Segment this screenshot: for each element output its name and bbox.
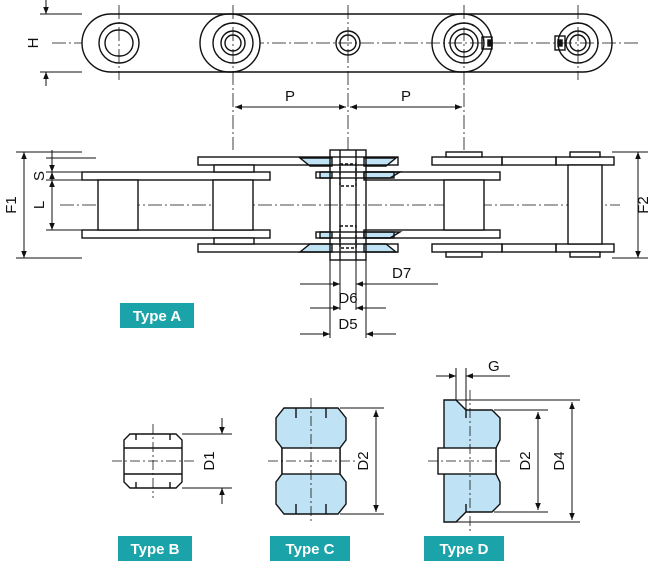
label-h: H [25, 38, 42, 49]
label-d6: D6 [338, 290, 357, 307]
dim-side [16, 150, 648, 259]
label-f2: F2 [635, 196, 652, 214]
dim-d2-c [340, 407, 384, 515]
type-a-label: Type A [133, 308, 182, 325]
label-d7: D7 [392, 265, 411, 282]
type-b-label: Type B [131, 541, 180, 558]
label-s: S [31, 171, 48, 181]
label-d4: D4 [551, 451, 568, 470]
dim-d2-d [494, 409, 548, 513]
type-d-badge [424, 536, 504, 561]
type-d-roller [428, 390, 510, 532]
type-d-label: Type D [440, 541, 489, 558]
label-d2-d: D2 [517, 451, 534, 470]
type-c-label: Type C [286, 541, 335, 558]
type-c-roller [268, 398, 356, 524]
label-d2-c: D2 [355, 451, 372, 470]
label-g: G [488, 358, 500, 375]
dim-h [40, 0, 82, 86]
label-f1: F1 [3, 196, 20, 214]
label-d5: D5 [338, 316, 357, 333]
type-b-roller [112, 424, 194, 498]
label-p-right: P [401, 88, 411, 105]
dim-d4 [456, 399, 580, 523]
label-p-left: P [285, 88, 295, 105]
dim-g [436, 368, 510, 410]
type-c-badge [270, 536, 350, 561]
label-d1: D1 [201, 451, 218, 470]
type-b-badge [118, 536, 192, 561]
dim-pin-diameters [300, 260, 438, 338]
dim-d1 [182, 418, 232, 504]
side-view [60, 149, 620, 261]
type-a-badge [120, 303, 194, 328]
top-view [52, 5, 640, 150]
label-l: L [31, 201, 48, 209]
